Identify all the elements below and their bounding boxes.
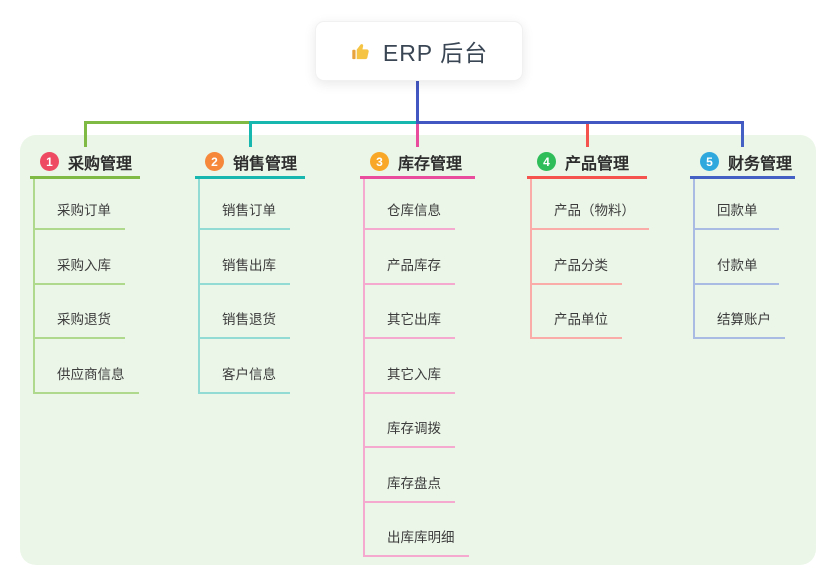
child-node[interactable]: 产品库存 bbox=[363, 257, 455, 285]
bus-connector-line bbox=[416, 121, 744, 124]
branch-title: 采购管理 bbox=[68, 155, 133, 173]
child-node[interactable]: 销售订单 bbox=[198, 202, 290, 230]
child-node[interactable]: 销售出库 bbox=[198, 257, 290, 285]
branch-number-badge: 3 bbox=[370, 152, 389, 171]
branch-drop-line bbox=[248, 124, 252, 147]
branch-title: 财务管理 bbox=[728, 155, 793, 173]
child-node[interactable]: 采购订单 bbox=[33, 202, 125, 230]
children-connector-line bbox=[198, 179, 200, 394]
branch-number-badge: 4 bbox=[537, 152, 556, 171]
root-node-erp[interactable]: ERP 后台 bbox=[315, 21, 523, 81]
bus-connector-line bbox=[83, 121, 250, 124]
branch-node-1[interactable]: 1 采购管理 bbox=[30, 147, 140, 179]
root-node-label: ERP 后台 bbox=[382, 40, 489, 66]
child-node[interactable]: 销售退货 bbox=[198, 311, 290, 339]
branch-number-badge: 5 bbox=[700, 152, 719, 171]
child-node[interactable]: 供应商信息 bbox=[33, 366, 139, 394]
child-node[interactable]: 采购入库 bbox=[33, 257, 125, 285]
children-connector-line bbox=[363, 179, 365, 557]
child-node[interactable]: 出库库明细 bbox=[363, 529, 469, 557]
child-node[interactable]: 回款单 bbox=[693, 202, 779, 230]
branch-drop-line bbox=[585, 124, 589, 147]
children-connector-line bbox=[693, 179, 695, 339]
branch-node-4[interactable]: 4 产品管理 bbox=[527, 147, 647, 179]
branch-drop-line bbox=[741, 124, 744, 147]
child-node[interactable]: 产品单位 bbox=[530, 311, 622, 339]
thumbs-up-icon bbox=[350, 40, 373, 63]
children-connector-line bbox=[530, 179, 532, 339]
child-node[interactable]: 产品（物料） bbox=[530, 202, 649, 230]
branch-node-5[interactable]: 5 财务管理 bbox=[690, 147, 795, 179]
branch-node-2[interactable]: 2 销售管理 bbox=[195, 147, 305, 179]
branch-title: 产品管理 bbox=[565, 155, 630, 173]
canvas-panel bbox=[20, 135, 816, 565]
child-node[interactable]: 库存调拨 bbox=[363, 420, 455, 448]
child-node[interactable]: 采购退货 bbox=[33, 311, 125, 339]
children-connector-line bbox=[33, 179, 35, 394]
branch-title: 库存管理 bbox=[398, 155, 463, 173]
branch-number-badge: 2 bbox=[205, 152, 224, 171]
branch-drop-line bbox=[83, 124, 87, 147]
branch-node-3[interactable]: 3 库存管理 bbox=[360, 147, 475, 179]
child-node[interactable]: 库存盘点 bbox=[363, 475, 455, 503]
child-node[interactable]: 其它出库 bbox=[363, 311, 455, 339]
root-connector-line bbox=[416, 81, 419, 124]
child-node[interactable]: 产品分类 bbox=[530, 257, 622, 285]
branch-title: 销售管理 bbox=[233, 155, 298, 173]
child-node[interactable]: 结算账户 bbox=[693, 311, 785, 339]
child-node[interactable]: 付款单 bbox=[693, 257, 779, 285]
branch-drop-line bbox=[416, 124, 419, 147]
child-node[interactable]: 客户信息 bbox=[198, 366, 290, 394]
bus-connector-line bbox=[248, 121, 418, 124]
child-node[interactable]: 仓库信息 bbox=[363, 202, 455, 230]
child-node[interactable]: 其它入库 bbox=[363, 366, 455, 394]
branch-number-badge: 1 bbox=[40, 152, 59, 171]
